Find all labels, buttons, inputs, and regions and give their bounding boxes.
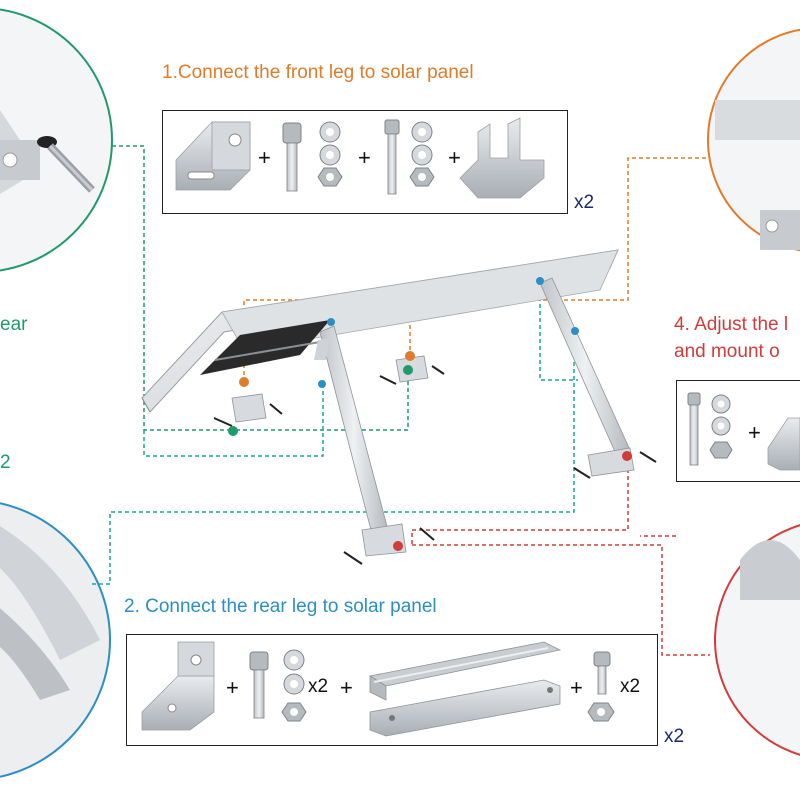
step4-title-line1: 4. Adjust the l (674, 314, 789, 335)
u-bracket-icon (459, 117, 545, 199)
washer-nut-stack-icon-box2 (281, 649, 307, 722)
zoom-circle-bottom-right (714, 524, 800, 756)
washer-nut-stack-icon-2 (409, 121, 435, 187)
plus-sign: + (748, 420, 761, 445)
rail-tube-icon (369, 679, 561, 737)
box2-parts (141, 641, 615, 737)
box1-parts (175, 117, 545, 199)
solar-panel (141, 249, 619, 413)
washer-nut-stack-icon (317, 121, 343, 187)
bolt-icon (282, 122, 302, 192)
plus-sign: + (226, 675, 239, 700)
step4-title-line2: and mount o (674, 341, 780, 362)
box2-quantity: x2 (664, 726, 685, 747)
l-bracket-icon-box4 (767, 417, 800, 471)
angle-bracket-icon (141, 641, 215, 731)
plus-sign: + (448, 145, 461, 170)
connector-lines (92, 145, 710, 656)
long-bolt-icon (384, 119, 400, 195)
step3-partial-label: ear (0, 314, 28, 335)
step1-title: 1.Connect the front leg to solar panel (162, 62, 474, 83)
zoom-circle-top-left (0, 8, 113, 272)
bolt-icon-box2 (249, 651, 269, 719)
parts-box-front-leg (162, 110, 568, 214)
box2-screw-quantity: x2 (620, 676, 641, 697)
rail-channel-icon (368, 641, 562, 701)
plus-sign: + (570, 675, 583, 700)
partial-quantity-label: 2 (0, 452, 11, 473)
zoom-circle-top-right (707, 28, 800, 252)
parts-box-rear-leg (126, 634, 658, 746)
plus-sign: + (358, 145, 371, 170)
screw-icon (37, 136, 95, 193)
box4-parts (687, 392, 800, 471)
box2-bolt-quantity: x2 (308, 676, 329, 697)
parts-box-adjust (676, 380, 800, 482)
box1-quantity: x2 (574, 192, 595, 213)
plus-sign: + (258, 145, 271, 170)
zoom-circle-bottom-left (0, 502, 111, 778)
plus-sign: + (340, 675, 353, 700)
connection-dots (228, 277, 632, 551)
l-bracket-icon (175, 121, 251, 191)
step2-title: 2. Connect the rear leg to solar panel (124, 596, 437, 617)
bolt-icon-box4 (687, 392, 701, 466)
legs (213, 277, 657, 565)
screw-icon-box2 (587, 651, 615, 722)
washer-nut-stack-icon-box4 (709, 394, 733, 459)
